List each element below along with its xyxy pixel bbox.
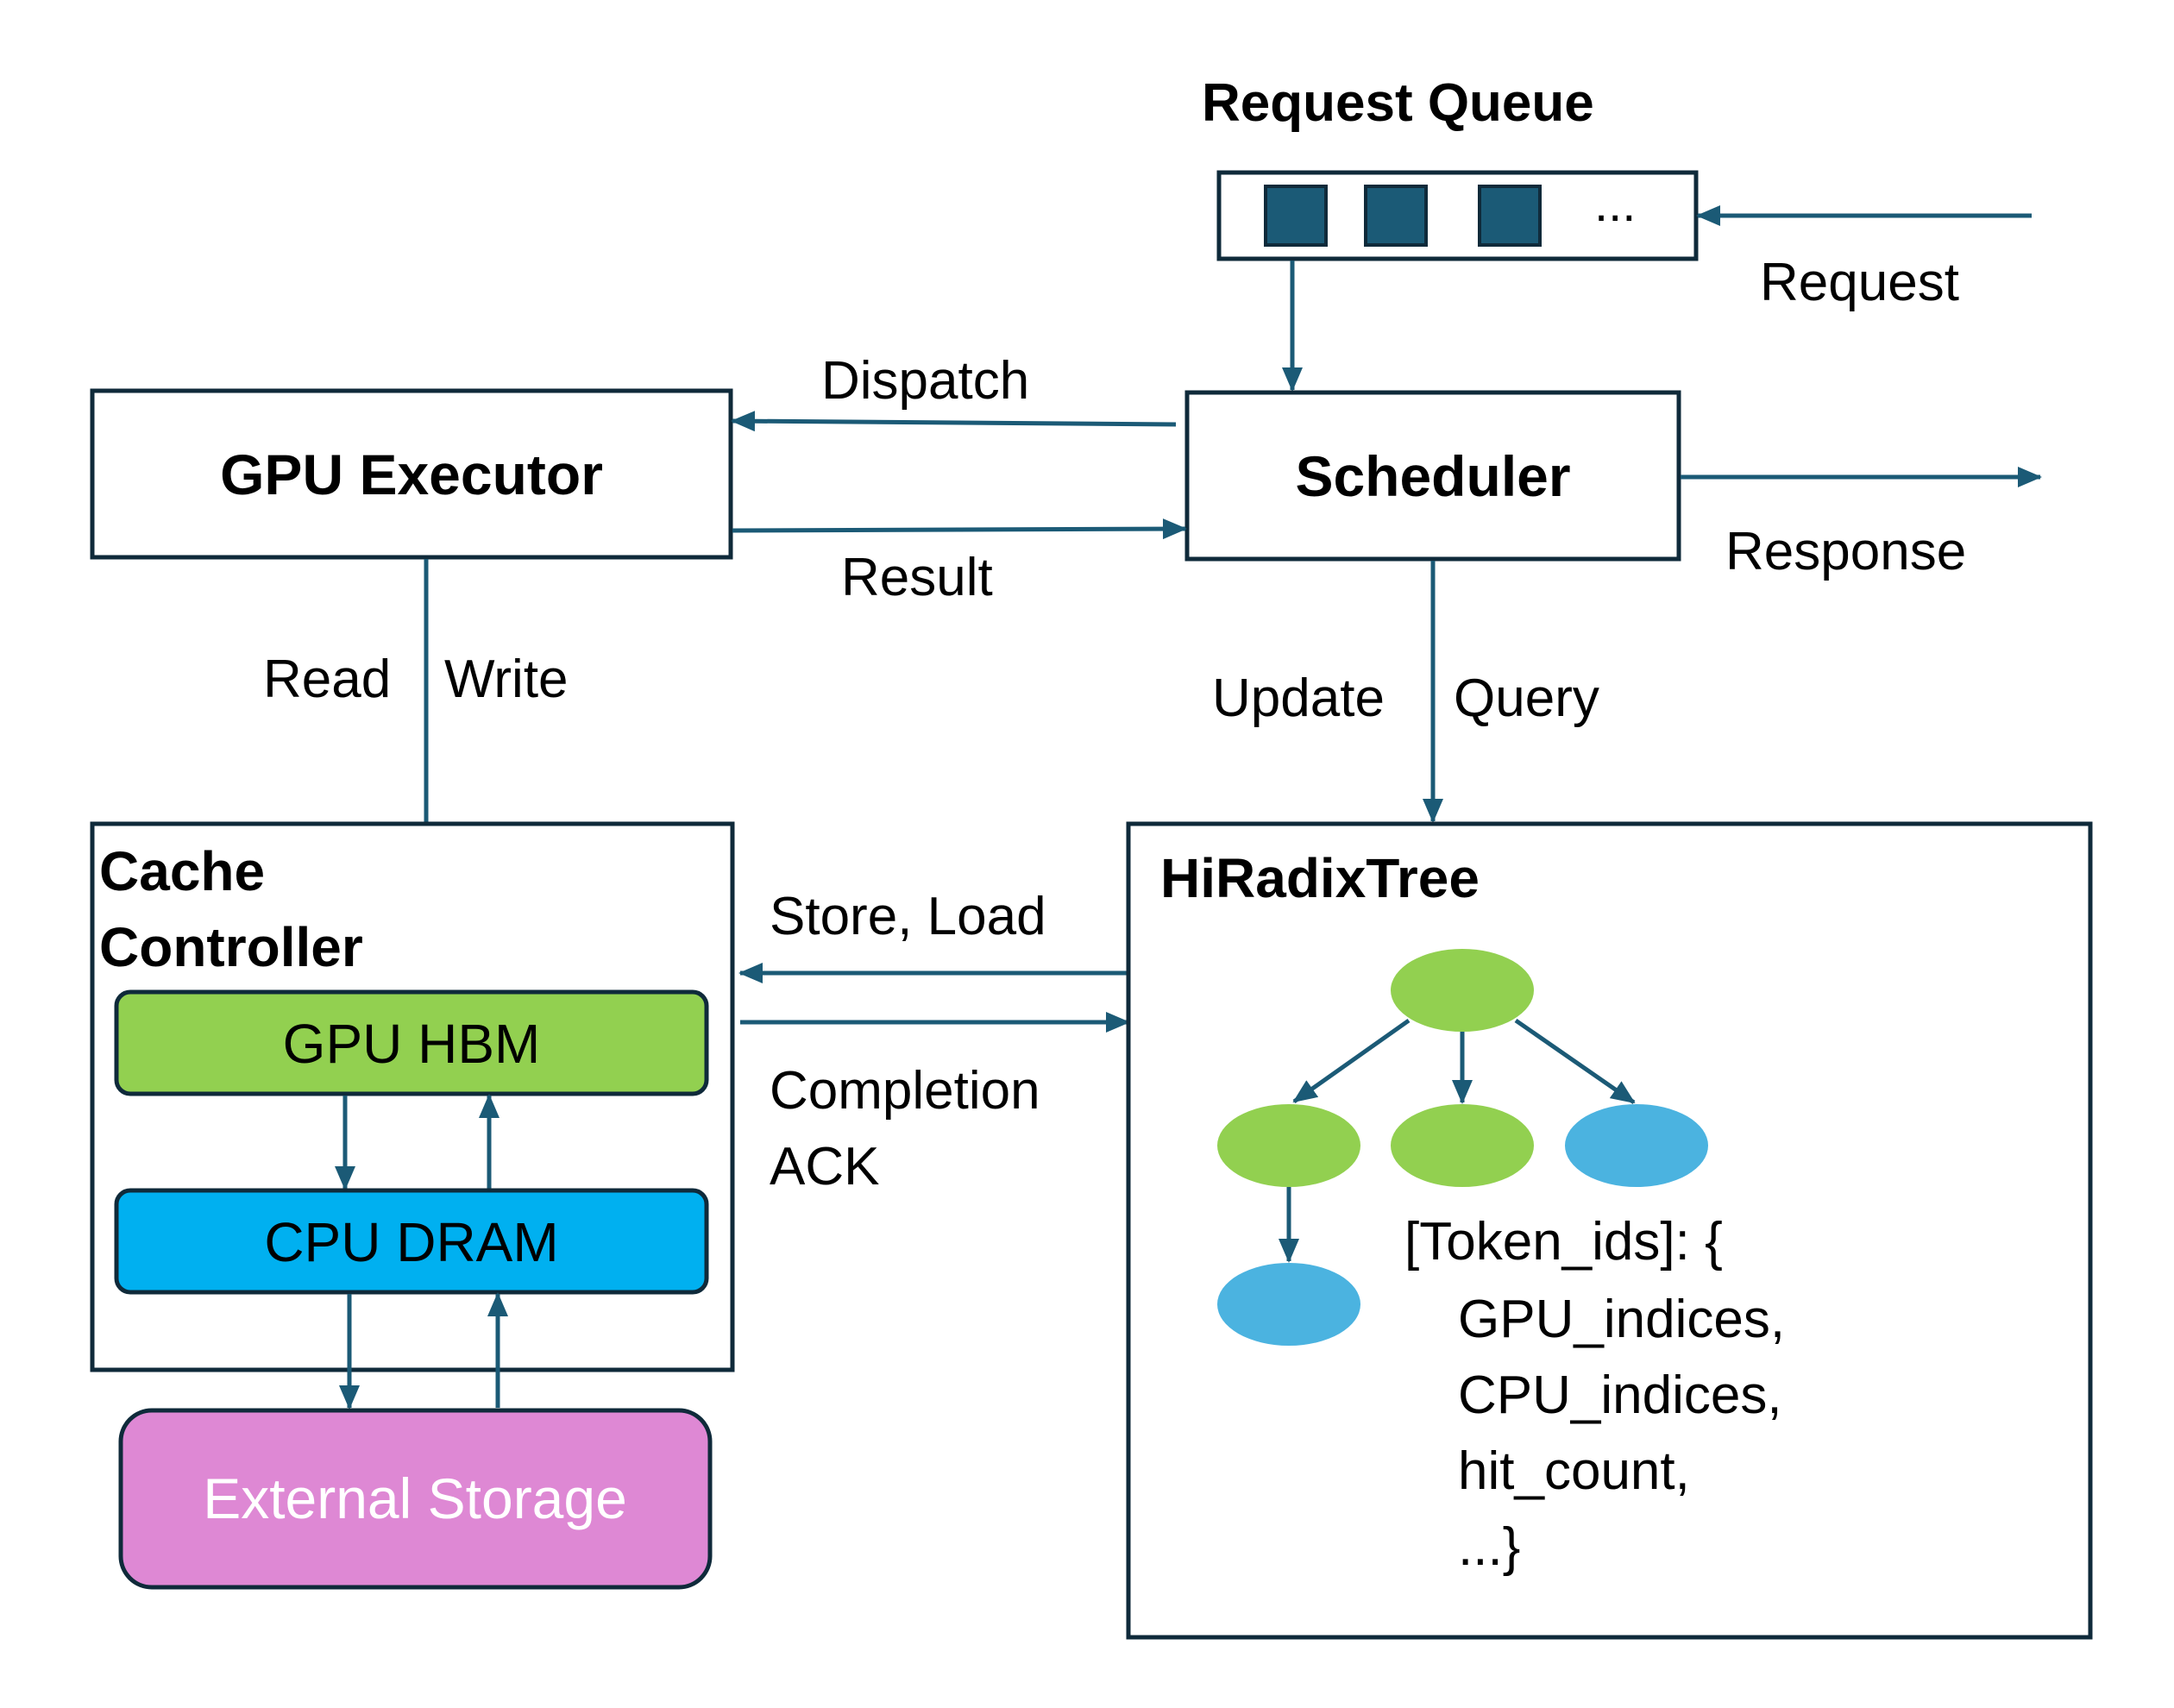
cpu-dram-label: CPU DRAM (264, 1211, 558, 1273)
queue-item (1264, 185, 1328, 247)
queue-item (1364, 185, 1428, 247)
query-label: Query (1454, 669, 1599, 728)
tree-entry-line1: [Token_ids]: { (1404, 1212, 1723, 1272)
response-label: Response (1725, 522, 1966, 581)
write-label: Write (444, 650, 569, 709)
gpu-executor-box (90, 388, 733, 560)
external-storage-box (118, 1408, 713, 1590)
tree-entry-line5: ...} (1458, 1517, 1520, 1577)
tree-node-blue (1565, 1104, 1708, 1187)
cache-controller-label-line1: Cache (99, 840, 265, 902)
queue-item (1478, 185, 1542, 247)
external-storage-label: External Storage (203, 1466, 627, 1530)
tree-node-green (1391, 1104, 1534, 1187)
cache-controller-label-line2: Controller (99, 916, 363, 978)
store-load-label: Store, Load (770, 887, 1046, 946)
tree-node-green (1217, 1104, 1360, 1187)
completion-label-line2: ACK (770, 1137, 879, 1196)
result-label: Result (841, 548, 993, 607)
request-label: Request (1760, 253, 1959, 312)
scheduler-label: Scheduler (1295, 444, 1570, 508)
result-arrow (732, 518, 1187, 540)
tree-entry-line2: GPU_indices, (1458, 1290, 1785, 1349)
scheduler-box (1184, 390, 1681, 562)
tree-edge (1514, 1018, 1636, 1105)
gpu-executor-label: GPU Executor (220, 443, 603, 506)
dispatch-label: Dispatch (821, 351, 1029, 411)
read-label: Read (263, 650, 391, 709)
completion-label-line1: Completion (770, 1061, 1040, 1121)
cpu-dram-box (114, 1188, 709, 1295)
tree-entry-line4: hit_count, (1458, 1441, 1690, 1501)
update-label: Update (1212, 669, 1385, 728)
gpu-hbm-label: GPU HBM (283, 1013, 541, 1075)
queue-ellipsis: ... (1594, 176, 1636, 232)
tree-entry-line3: CPU_indices, (1458, 1366, 1782, 1425)
tree-edge (1292, 1018, 1411, 1104)
gpu-hbm-box (114, 989, 709, 1096)
dispatch-arrow (731, 411, 1177, 432)
tree-root-node (1391, 949, 1534, 1032)
hiradixtree-label: HiRadixTree (1160, 847, 1480, 909)
request-queue-title: Request Queue (1202, 73, 1594, 133)
tree-node-blue (1217, 1263, 1360, 1346)
